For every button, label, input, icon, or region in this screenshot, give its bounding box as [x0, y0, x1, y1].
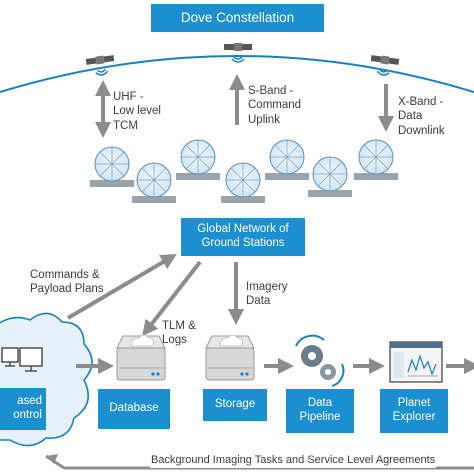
database-server-icon — [116, 334, 166, 381]
ground-station-icon — [132, 162, 176, 203]
ground-station-icon — [90, 146, 134, 187]
tlm-arrow — [142, 260, 202, 337]
dove-constellation-title: Dove Constellation — [151, 4, 324, 32]
ground-station-icon — [221, 162, 265, 203]
gears-icon — [295, 334, 345, 387]
explorer-screen-icon — [389, 341, 443, 383]
storage-box: Storage — [203, 389, 267, 421]
satellite-icon-center — [224, 43, 252, 63]
sband-link-label: S-Band - Command Uplink — [248, 85, 302, 126]
xband-link-label: X-Band - Data Downlink — [398, 96, 445, 137]
commands-label: Commands & Payload Plans — [30, 269, 104, 296]
monitor-icon — [19, 347, 43, 372]
monitor-icon — [1, 347, 19, 367]
ground-station-icon — [354, 139, 398, 180]
orbit-arc — [0, 55, 474, 93]
commands-arrow — [66, 253, 177, 320]
uhf-link-label: UHF - Low level TCM — [113, 91, 161, 132]
data-pipeline-box: Data Pipeline — [286, 389, 354, 433]
storage-server-icon — [205, 334, 255, 381]
planet-explorer-box: Planet Explorer — [380, 389, 448, 433]
database-box: Database — [98, 389, 170, 429]
satellite-icon-left — [85, 55, 115, 76]
ground-station-icon — [308, 156, 352, 197]
cloud-control-box: ased ontrol — [0, 388, 46, 430]
tlm-label: TLM & Logs — [162, 320, 196, 347]
imagery-label: Imagery Data — [246, 281, 288, 308]
ground-station-icon — [176, 139, 220, 180]
ground-network-box: Global Network of Ground Stations — [181, 218, 305, 256]
footer-label: Background Imaging Tasks and Service Lev… — [150, 454, 437, 468]
satellite-icon-right — [370, 55, 400, 76]
ground-station-icon — [265, 139, 309, 180]
